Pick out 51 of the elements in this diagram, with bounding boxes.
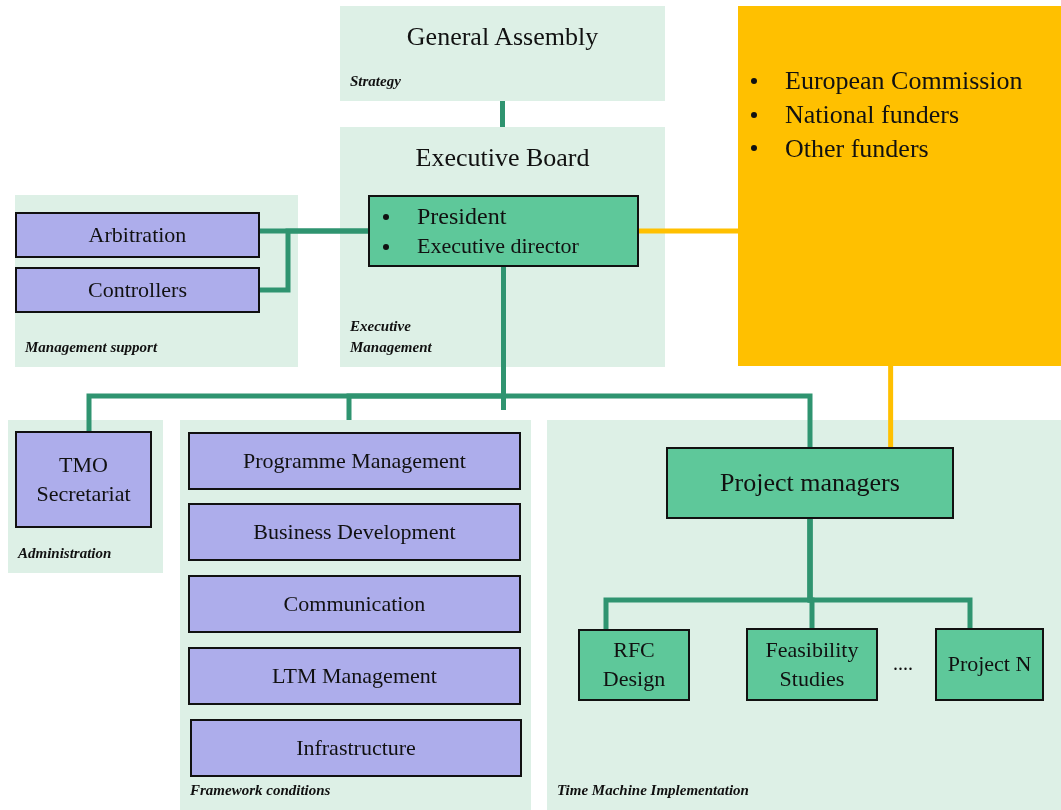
bullet-text: Executive director (417, 232, 579, 261)
panel-caption: Strategy (350, 72, 401, 92)
box-label: Communication (282, 589, 427, 618)
panel-caption: Administration (18, 544, 112, 564)
group-panel (15, 195, 298, 367)
group-panel (340, 6, 665, 101)
group-panel (180, 420, 531, 810)
unit-box (15, 212, 260, 258)
unit-box (188, 503, 521, 561)
box-label: TMO Secretariat (35, 450, 132, 508)
unit-box (188, 647, 521, 705)
panel-caption: Framework conditions (190, 781, 331, 801)
ellipsis-text: .... (893, 652, 913, 675)
unit-box (188, 575, 521, 633)
panel-caption: Executive Management (350, 316, 433, 358)
role-box (578, 629, 690, 701)
bullet-text: European Commission (785, 65, 1023, 97)
connector-line (500, 101, 505, 127)
box-label: Project N (946, 650, 1033, 679)
panel-caption: Management support (25, 338, 158, 358)
bullet-text: National funders (785, 98, 959, 131)
box-label: Infrastructure (295, 733, 417, 762)
bullet-text: President (417, 202, 507, 232)
box-label: Project managers (719, 467, 901, 500)
role-box (368, 195, 639, 267)
box-label: LTM Management (271, 661, 438, 690)
unit-box (188, 432, 521, 490)
role-box (666, 447, 954, 519)
box-label: Programme Management (242, 446, 467, 475)
funders-box (738, 6, 1061, 366)
unit-box (15, 431, 152, 528)
box-label: Arbitration (87, 220, 188, 249)
connector-line (639, 228, 738, 234)
panel-caption: Time Machine Implementation (557, 781, 749, 801)
box-label: Controllers (87, 275, 188, 304)
role-box (746, 628, 878, 701)
box-label: Business Development (252, 517, 457, 546)
box-label: RFC Design (601, 636, 667, 693)
unit-box (15, 267, 260, 313)
role-box (935, 628, 1044, 701)
connector-line (260, 228, 368, 293)
connector-line (888, 366, 894, 447)
bullet-text: Other funders (785, 132, 929, 165)
panel-title: Executive Board (415, 143, 590, 173)
panel-title: General Assembly (406, 22, 599, 52)
box-label: Feasibility Studies (764, 635, 860, 693)
group-panel (8, 420, 163, 573)
unit-box (190, 719, 522, 777)
connector-line (807, 519, 973, 628)
group-panel (340, 127, 665, 367)
group-panel (547, 420, 1061, 810)
